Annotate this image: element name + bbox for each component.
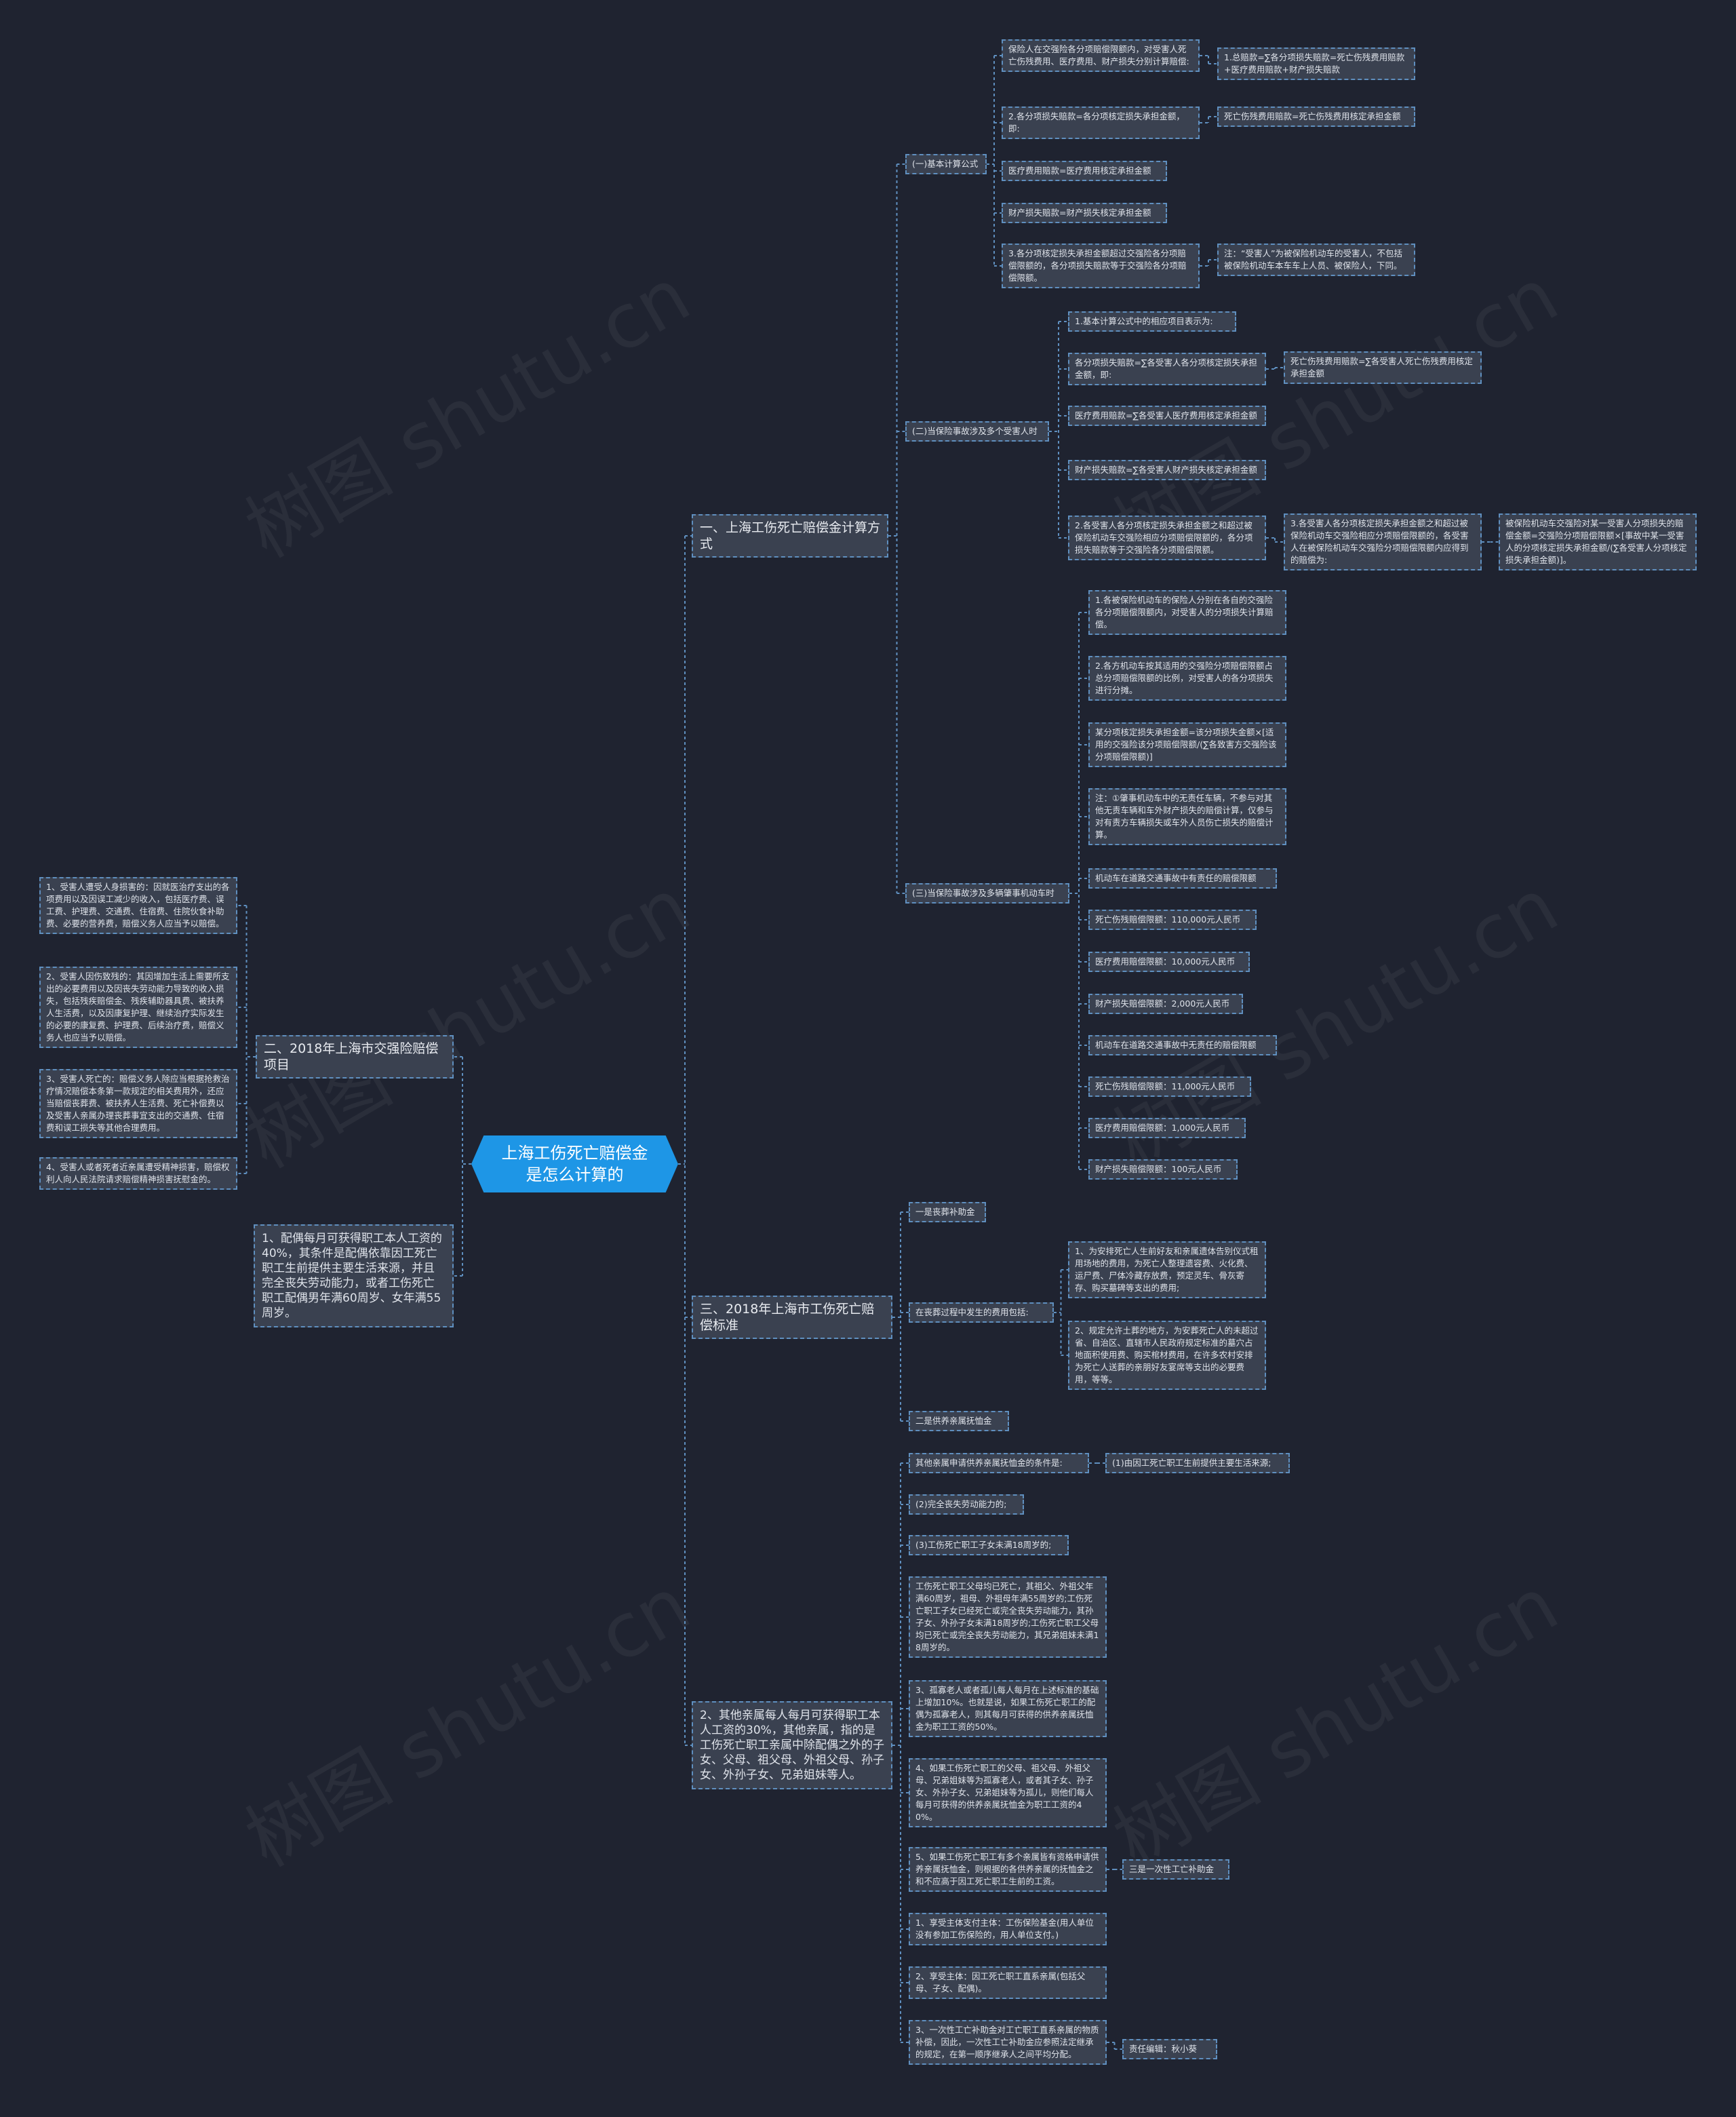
compensation-item[interactable]: 1、受害人遭受人身损害的：因就医治疗支出的各项费用以及因误工减少的收入，包括医疗… (39, 877, 237, 934)
multi-victim-item[interactable]: 1.基本计算公式中的相应项目表示为: (1068, 311, 1236, 332)
relative-item[interactable]: 4、如果工伤死亡职工的父母、祖父母、外祖父母、兄弟姐妹等为孤寡老人，或者其子女、… (909, 1758, 1107, 1827)
funeral-costs[interactable]: 在丧葬过程中发生的费用包括: (909, 1302, 1054, 1323)
multi-victim-note[interactable]: 被保险机动车交强险对某一受害人分项损失的赔偿金额=交强险分项赔偿限额×[事故中某… (1499, 513, 1697, 570)
branch-death-standard[interactable]: 三、2018年上海市工伤死亡赔偿标准 (692, 1296, 892, 1339)
multi-victim-item[interactable]: 各分项损失赔款=∑各受害人各分项核定损失承担金额，即: (1068, 353, 1266, 385)
watermark: 树图 shutu.cn (231, 1560, 704, 1884)
formula-note[interactable]: 1.总赔款=∑各分项损失赔款=死亡伤残费用赔款+医疗费用赔款+财产损失赔款 (1217, 47, 1415, 80)
multi-victim-item[interactable]: 财产损失赔款=∑各受害人财产损失核定承担金额 (1068, 460, 1266, 480)
watermark: 树图 shutu.cn (1099, 1560, 1572, 1884)
multi-vehicle-item[interactable]: 死亡伤残赔偿限额：11,000元人民币 (1088, 1076, 1251, 1097)
compensation-item[interactable]: 2、受害人因伤致残的：其因增加生活上需要所支出的必要费用以及因丧失劳动能力导致的… (39, 967, 237, 1048)
formula-item[interactable]: 2.各分项损失赔款=各分项核定损失承担金额，即: (1002, 106, 1200, 139)
multi-vehicle-item[interactable]: 机动车在道路交通事故中无责任的赔偿限额 (1088, 1035, 1277, 1055)
branch-compensation-items[interactable]: 二、2018年上海市交强险赔偿项目 (256, 1035, 454, 1079)
formula-note[interactable]: 死亡伤残费用赔款=死亡伤残费用核定承担金额 (1217, 106, 1415, 127)
spouse-pension-note[interactable]: 1、配偶每月可获得职工本人工资的40%，其条件是配偶依靠因工死亡职工生前提供主要… (254, 1224, 454, 1327)
multi-victim-note[interactable]: 3.各受害人各分项核定损失承担金额之和超过被保险机动车交强险相应分项赔偿限额的，… (1284, 513, 1482, 570)
multi-vehicle-item[interactable]: 机动车在道路交通事故中有责任的赔偿限额 (1088, 868, 1277, 889)
multi-vehicle-item[interactable]: 医疗费用赔偿限额：10,000元人民币 (1088, 952, 1250, 972)
editor-credit: 责任编辑：秋小葵 (1122, 2039, 1217, 2059)
formula-item[interactable]: 医疗费用赔款=医疗费用核定承担金额 (1002, 161, 1167, 181)
root-topic[interactable]: 上海工伤死亡赔偿金是怎么计算的 (471, 1135, 678, 1192)
formula-note[interactable]: 注：“受害人”为被保险机动车的受害人，不包括被保险机动车本车车上人员、被保险人，… (1217, 244, 1415, 276)
lump-sum-subsidy[interactable]: 三是一次性工亡补助金 (1122, 1859, 1229, 1880)
compensation-item[interactable]: 3、受害人死亡的：赔偿义务人除应当根据抢救治疗情况赔偿本条第一款规定的相关费用外… (39, 1069, 237, 1138)
watermark: 树图 shutu.cn (231, 251, 704, 575)
multi-vehicle-item[interactable]: 财产损失赔偿限额：100元人民币 (1088, 1159, 1238, 1180)
sub-multi-vehicles[interactable]: (三)当保险事故涉及多辆肇事机动车时 (905, 883, 1069, 904)
multi-vehicle-item[interactable]: 医疗费用赔偿限额：1,000元人民币 (1088, 1118, 1246, 1138)
relative-item[interactable]: 1、享受主体支付主体：工伤保险基金(用人单位没有参加工伤保险的，用人单位支付。) (909, 1913, 1107, 1945)
dependent-pension[interactable]: 二是供养亲属抚恤金 (909, 1411, 1009, 1431)
multi-vehicle-item[interactable]: 某分项核定损失承担金额=该分项损失金额×[适用的交强险该分项赔偿限额/(∑各致害… (1088, 722, 1286, 767)
relative-item[interactable]: 其他亲属申请供养亲属抚恤金的条件是: (909, 1453, 1089, 1473)
multi-vehicle-item[interactable]: 1.各被保险机动车的保险人分别在各自的交强险各分项赔偿限额内，对受害人的分项损失… (1088, 590, 1286, 635)
relative-condition[interactable]: (1)由因工死亡职工生前提供主要生活来源; (1105, 1453, 1290, 1473)
relative-item[interactable]: 5、如果工伤死亡职工有多个亲属皆有资格申请供养亲属抚恤金，则根据的各供养亲属的抚… (909, 1847, 1107, 1892)
funeral-cost-item[interactable]: 1、为安排死亡人生前好友和亲属遗体告别仪式租用场地的费用，为死亡人整理遗容费、火… (1068, 1241, 1266, 1298)
relative-item[interactable]: (2)完全丧失劳动能力的; (909, 1494, 1024, 1515)
funeral-cost-item[interactable]: 2、规定允许土葬的地方，为安葬死亡人的未超过省、自治区、直辖市人民政府规定标准的… (1068, 1321, 1266, 1390)
multi-victim-item[interactable]: 医疗费用赔款=∑各受害人医疗费用核定承担金额 (1068, 406, 1266, 426)
multi-vehicle-item[interactable]: 死亡伤残赔偿限额：110,000元人民币 (1088, 910, 1257, 930)
multi-vehicle-item[interactable]: 2.各方机动车按其适用的交强险分项赔偿限额占总分项赔偿限额的比例，对受害人的各分… (1088, 656, 1286, 701)
relative-item[interactable]: (3)工伤死亡职工子女未满18周岁的; (909, 1535, 1069, 1555)
sub-multi-victims[interactable]: (二)当保险事故涉及多个受害人时 (905, 421, 1049, 442)
multi-victim-item[interactable]: 2.各受害人各分项核定损失承担金额之和超过被保险机动车交强险相应分项赔偿限额的，… (1068, 516, 1266, 560)
relative-item[interactable]: 工伤死亡职工父母均已死亡，其祖父、外祖父年满60周岁，祖母、外祖母年满55周岁的… (909, 1576, 1107, 1658)
multi-victim-note[interactable]: 死亡伤残费用赔款=∑各受害人死亡伤残费用核定承担金额 (1284, 351, 1482, 384)
formula-item[interactable]: 财产损失赔款=财产损失核定承担金额 (1002, 203, 1167, 223)
multi-vehicle-item[interactable]: 财产损失赔偿限额：2,000元人民币 (1088, 994, 1243, 1014)
multi-vehicle-item[interactable]: 注：①肇事机动车中的无责任车辆，不参与对其他无责车辆和车外财产损失的赔偿计算，仅… (1088, 788, 1286, 845)
sub-basic-formula[interactable]: (一)基本计算公式 (905, 154, 987, 174)
funeral-subsidy[interactable]: 一是丧葬补助金 (909, 1202, 986, 1222)
branch-other-relatives[interactable]: 2、其他亲属每人每月可获得职工本人工资的30%，其他亲属，指的是工伤死亡职工亲属… (692, 1701, 892, 1789)
formula-item[interactable]: 3.各分项核定损失承担金额超过交强险各分项赔偿限额的，各分项损失赔款等于交强险各… (1002, 244, 1200, 288)
relative-item[interactable]: 3、孤寡老人或者孤儿每人每月在上述标准的基础上增加10%。也就是说，如果工伤死亡… (909, 1680, 1107, 1737)
relative-item[interactable]: 2、享受主体：因工死亡职工直系亲属(包括父母、子女、配偶)。 (909, 1966, 1107, 1999)
relative-item[interactable]: 3、一次性工亡补助金对工亡职工直系亲属的物质补偿，因此，一次性工亡补助金应参照法… (909, 2020, 1107, 2065)
branch-calc-method[interactable]: 一、上海工伤死亡赔偿金计算方式 (692, 514, 888, 558)
compensation-item[interactable]: 4、受害人或者死者近亲属遭受精神损害，赔偿权利人向人民法院请求赔偿精神损害抚慰金… (39, 1157, 237, 1190)
formula-item[interactable]: 保险人在交强险各分项赔偿限额内，对受害人死亡伤残费用、医疗费用、财产损失分别计算… (1002, 39, 1200, 72)
